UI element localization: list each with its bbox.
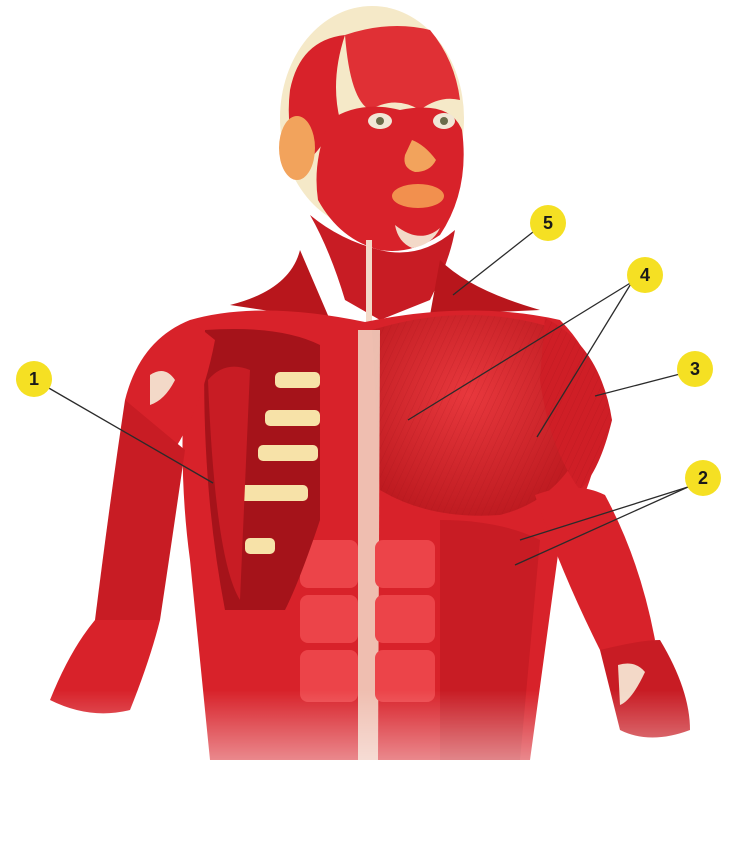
right-upper-arm — [95, 400, 185, 630]
callout-4-label: 4 — [640, 265, 650, 285]
pectoralis-fibers — [372, 315, 586, 516]
callout-3: 3 — [677, 351, 713, 387]
trachea-tendon — [366, 240, 372, 330]
leader-line-2a — [519, 486, 689, 541]
callout-1: 1 — [16, 361, 52, 397]
leader-line-2b — [514, 486, 689, 566]
left-biceps — [535, 487, 655, 654]
sternum — [358, 330, 380, 760]
face-muscles — [316, 106, 464, 252]
rib — [245, 538, 275, 554]
left-iris — [376, 117, 384, 125]
callout-2-label: 2 — [698, 468, 708, 488]
frontalis-muscle — [345, 26, 460, 110]
right-iris — [440, 117, 448, 125]
bottom-fade — [0, 690, 729, 841]
callout-3-label: 3 — [690, 359, 700, 379]
rib — [258, 445, 318, 461]
callout-4: 4 — [627, 257, 663, 293]
neck — [230, 215, 540, 330]
left-deltoid-fibers — [540, 318, 612, 490]
leader-line-3 — [594, 373, 681, 397]
ear — [279, 116, 315, 180]
torso — [182, 310, 605, 760]
serratus-anterior — [208, 366, 250, 600]
ribs — [238, 372, 320, 554]
leader-line-5 — [452, 231, 534, 296]
rib — [238, 485, 308, 501]
nose — [404, 140, 436, 172]
rib — [275, 372, 320, 388]
callout-5-label: 5 — [543, 213, 553, 233]
leader-lines — [46, 231, 689, 566]
right-shoulder-tendon — [150, 371, 175, 405]
rib — [265, 410, 320, 426]
head — [279, 6, 464, 252]
leader-line-4b — [536, 281, 633, 438]
leader-line-4a — [407, 281, 633, 421]
chin — [395, 225, 440, 248]
trapezius — [230, 250, 540, 320]
rectus-abdominis — [300, 540, 435, 702]
callout-5: 5 — [530, 205, 566, 241]
sternocleidomastoid — [310, 215, 455, 320]
callout-1-label: 1 — [29, 369, 39, 389]
leader-line-1 — [46, 386, 214, 484]
callout-2: 2 — [685, 460, 721, 496]
lips — [392, 184, 444, 208]
